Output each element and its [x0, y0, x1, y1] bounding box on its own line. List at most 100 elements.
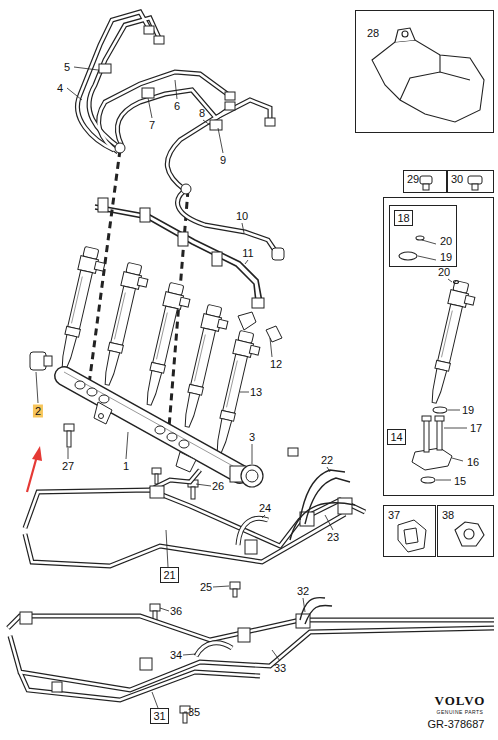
fuel-lines: [20, 612, 32, 624]
part-panel: 37: [383, 505, 436, 557]
fuel-lines: [288, 448, 298, 456]
screw: [472, 184, 478, 190]
high-pressure-pipes: [78, 12, 276, 252]
callout-number: 25: [200, 582, 212, 593]
leader-line: [36, 372, 38, 403]
fuel-rail: [241, 465, 263, 487]
fuel-rail: [75, 381, 196, 472]
callout-number: 6: [174, 101, 180, 112]
fuel-rail: [64, 376, 240, 474]
fuel-lines: [20, 448, 352, 692]
wiring-harness: [98, 198, 108, 212]
callout-number: 14: [390, 432, 402, 443]
fuel-lines: [150, 486, 164, 498]
callout-number: 32: [297, 586, 309, 597]
high-pressure-pipes: [78, 12, 284, 260]
fuel-rail: [94, 402, 112, 424]
leader-line: [152, 692, 158, 708]
high-pressure-pipes: [142, 88, 154, 98]
fuel-injector: [55, 246, 477, 456]
fuel-rail: [99, 414, 104, 419]
clip: [398, 520, 426, 552]
callout-number: 2: [33, 405, 43, 418]
leader-line: [245, 260, 248, 264]
bracket: [400, 72, 470, 100]
wiring-harness: [252, 298, 264, 308]
callout-number: 12: [270, 359, 282, 370]
fuel-lines: [8, 448, 494, 700]
fuel-injector: [425, 280, 477, 406]
callout-number: 33: [274, 663, 286, 674]
callout-number: 5: [64, 62, 70, 73]
high-pressure-pipes: [265, 118, 275, 126]
leader-line: [240, 392, 249, 393]
clip: [398, 520, 426, 552]
leader-line: [148, 98, 152, 118]
fuel-rail: [75, 381, 85, 389]
leader-line: [242, 223, 244, 233]
high-pressure-pipes: [181, 184, 191, 194]
wiring-harness: [212, 252, 222, 266]
nut: [464, 529, 474, 539]
callout-number: 27: [62, 461, 74, 472]
callout-number: 34: [170, 650, 182, 661]
leader-line: [160, 608, 169, 611]
leader-line: [68, 448, 69, 459]
fuel-lines: [8, 470, 494, 700]
leader-line: [175, 80, 177, 99]
seal-ring: [454, 281, 459, 284]
bracket: [395, 28, 415, 42]
pointer-arrow: [32, 446, 42, 461]
high-pressure-pipes: [99, 64, 111, 73]
leader-line: [126, 432, 128, 459]
screw: [230, 582, 240, 589]
callout-number: 35: [188, 707, 200, 718]
high-pressure-pipes: [210, 120, 222, 130]
brand-text: VOLVO: [435, 694, 486, 707]
callout-number: 23: [327, 532, 339, 543]
fuel-lines: [290, 503, 355, 540]
clamp: [424, 420, 429, 452]
brand-text: GR-378687: [428, 719, 485, 730]
screw: [233, 589, 237, 597]
fuel-lines: [52, 682, 62, 692]
fuel-rail: [176, 452, 196, 472]
callout-number: 20: [440, 236, 452, 247]
fuel-rail: [64, 372, 240, 470]
screw: [423, 184, 429, 190]
callout-number: 8: [199, 108, 205, 119]
callout-number: 22: [321, 455, 333, 466]
fuel-lines: [245, 540, 257, 554]
seal-ring: [421, 477, 435, 483]
fuel-rail: [155, 426, 165, 434]
seal-ring: [433, 407, 447, 413]
leader-line: [448, 279, 452, 282]
leader-line: [67, 88, 82, 100]
brand-text: GENUINE PARTS: [437, 710, 484, 715]
leader-line: [303, 598, 305, 612]
fuel-lines: [290, 470, 355, 624]
part-panel: 30: [447, 170, 494, 193]
fuel-lines: [305, 605, 332, 624]
callout-number: 1: [123, 461, 129, 472]
screw: [150, 604, 160, 611]
leader-line: [418, 256, 436, 260]
part-panel: 29: [403, 170, 447, 193]
detail-panel: 201917161520191814: [383, 197, 494, 496]
fuel-lines: [338, 498, 352, 514]
callout-number: 30: [451, 174, 463, 185]
callout-number: 16: [467, 457, 479, 468]
fuel-rail: [179, 440, 189, 448]
leader-line: [422, 240, 436, 244]
leader-line: [325, 515, 333, 530]
fuel-rail: [99, 395, 109, 403]
callout-number: 11: [242, 248, 253, 259]
screw: [64, 424, 240, 723]
callout-number: 24: [259, 503, 271, 514]
kit-number-box: 31: [150, 708, 169, 724]
part-panel: 28: [355, 10, 494, 133]
screw: [468, 176, 482, 184]
fuel-lines: [196, 643, 232, 656]
fuel-rail: [167, 433, 177, 441]
fuel-rail: [246, 470, 258, 482]
